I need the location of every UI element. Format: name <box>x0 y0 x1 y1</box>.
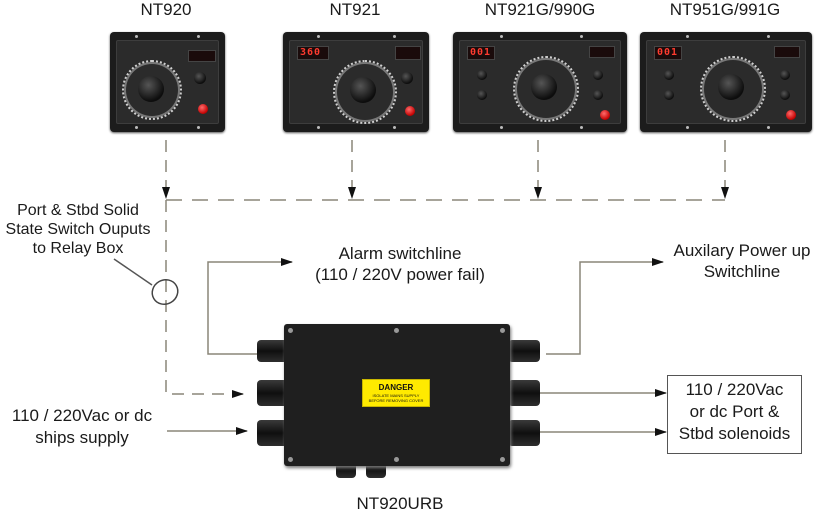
ships-supply-label: 110 / 220Vac or dc ships supply <box>0 405 164 449</box>
panel-title-nt920: NT920 <box>140 0 192 19</box>
heading-display: 001 <box>654 46 682 60</box>
label-line: Switchline <box>703 262 781 281</box>
relay-box-title: NT920URB <box>356 494 444 513</box>
rudder-display <box>395 46 421 60</box>
solenoids-box: 110 / 220Vac or dc Port & Stbd solenoids <box>667 375 802 454</box>
label-line: Port & Stbd Solid <box>17 202 139 219</box>
standby-button <box>786 110 796 120</box>
label-line: (110 / 220V power fail) <box>315 265 485 284</box>
heading-knob <box>350 77 376 103</box>
danger-text: BEFORE REMOVING COVER <box>368 398 424 403</box>
heading-knob <box>531 74 557 100</box>
alarm-switchline <box>207 258 293 355</box>
rudder-knob <box>194 72 206 84</box>
standby-button <box>198 104 208 114</box>
standby-button <box>405 106 415 116</box>
autopilot-panel-nt921: 360 <box>283 32 429 132</box>
heading-knob <box>718 74 744 100</box>
danger-text: ISOLATE MAINS SUPPLY <box>372 393 420 398</box>
danger-label: DANGER ISOLATE MAINS SUPPLY BEFORE REMOV… <box>362 379 430 407</box>
rudder-display <box>589 46 615 58</box>
cable-gland-right-bottom <box>508 420 540 446</box>
panel-title-nt921: NT921 <box>329 0 381 19</box>
callout-ellipse <box>151 278 179 306</box>
label-line: or dc Port & <box>689 402 780 421</box>
cable-gland-left-bottom <box>257 420 289 446</box>
heading-display: 001 <box>467 46 495 60</box>
autopilot-panel-nt951g-991g: 001 <box>640 32 812 132</box>
heading-dial <box>333 60 397 124</box>
standby-button <box>600 110 610 120</box>
alarm-switchline-label: Alarm switchline (110 / 220V power fail) <box>300 243 500 285</box>
label-line: Stbd solenoids <box>678 424 791 443</box>
cable-gland-left-top <box>257 340 289 362</box>
panel-title-nt951g: NT951G/991G <box>669 0 781 19</box>
cable-gland-left-mid <box>257 380 289 406</box>
label-line: State Switch Ouputs <box>5 221 151 238</box>
label-line: ships supply <box>35 428 129 447</box>
label-line: 110 / 220Vac <box>685 380 784 399</box>
autopilot-panel-nt921g-990g: 001 <box>453 32 627 132</box>
cable-gland-right-mid <box>508 380 540 406</box>
label-line: to Relay Box <box>32 240 124 257</box>
autopilot-panel-nt920 <box>110 32 225 132</box>
heading-dial <box>700 56 766 122</box>
solid-state-outputs-label: Port & Stbd Solid State Switch Ouputs to… <box>2 201 154 258</box>
rudder-knob <box>401 72 413 84</box>
panel-title-nt921g: NT921G/990G <box>484 0 596 19</box>
heading-display: 360 <box>297 46 329 60</box>
heading-display <box>188 50 216 62</box>
auxiliary-switchline <box>546 258 664 355</box>
label-line: Auxilary Power up <box>673 241 811 260</box>
heading-dial <box>122 60 182 120</box>
danger-title: DANGER <box>378 383 414 392</box>
rudder-display <box>774 46 800 58</box>
auxiliary-switchline-label: Auxilary Power up Switchline <box>662 240 822 282</box>
signal-to-relay-box <box>165 200 244 398</box>
heading-dial <box>513 56 579 122</box>
label-line: Alarm switchline <box>338 244 462 263</box>
relay-box-nt920urb: DANGER ISOLATE MAINS SUPPLY BEFORE REMOV… <box>284 324 510 466</box>
label-line: 110 / 220Vac or dc <box>11 406 153 425</box>
heading-knob <box>138 76 164 102</box>
cable-gland-right-top <box>508 340 540 362</box>
callout-leader <box>113 258 153 286</box>
